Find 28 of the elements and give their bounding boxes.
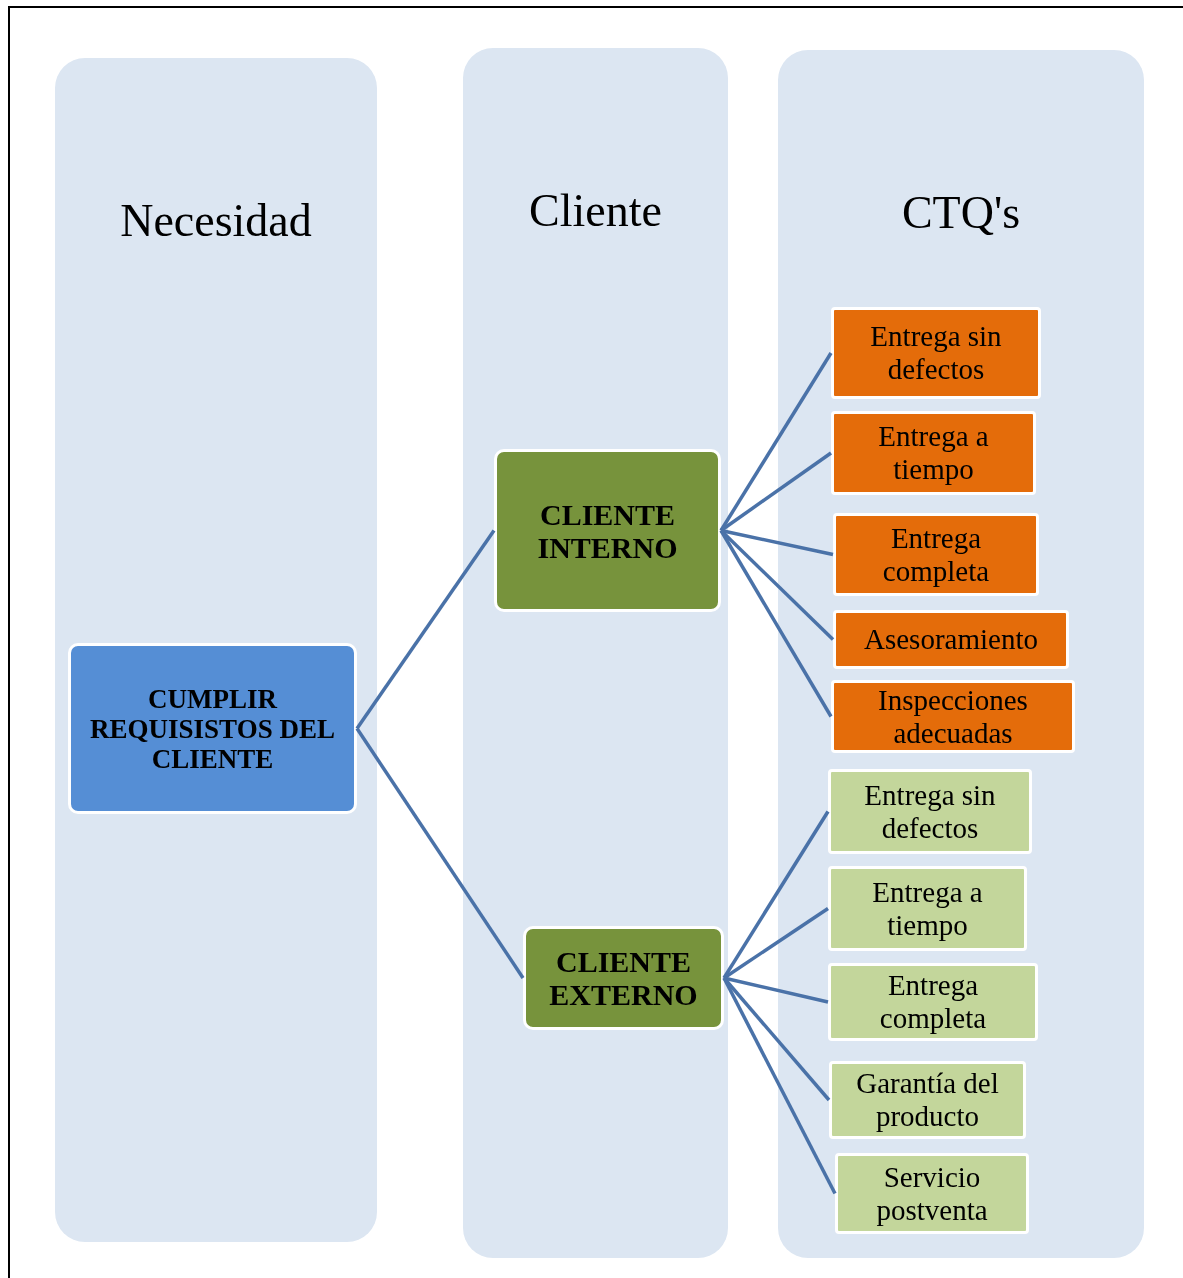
client-box: CLIENTE INTERNO bbox=[494, 449, 721, 612]
connector-line bbox=[355, 727, 525, 979]
column-heading: CTQ's bbox=[900, 188, 1022, 238]
connector-line bbox=[723, 976, 829, 1004]
ctq-box: Entrega a tiempo bbox=[831, 411, 1036, 495]
column-heading: Cliente bbox=[528, 186, 663, 236]
connector-line bbox=[355, 529, 496, 730]
ctq-box: Entrega sin defectos bbox=[828, 769, 1032, 854]
ctq-box: Entrega sin defectos bbox=[831, 307, 1041, 399]
connector-line bbox=[722, 810, 830, 979]
connector-line bbox=[723, 907, 829, 980]
ctq-box: Entrega a tiempo bbox=[828, 866, 1027, 951]
connector-line bbox=[719, 352, 833, 532]
connector-line bbox=[720, 451, 832, 532]
column-panel bbox=[55, 58, 377, 1242]
ctq-box: Garantía del producto bbox=[829, 1061, 1026, 1139]
ctq-box: Servicio postventa bbox=[835, 1153, 1029, 1234]
connector-line bbox=[722, 977, 837, 1195]
ctq-box: Inspecciones adecuadas bbox=[831, 680, 1075, 753]
column-panel bbox=[463, 48, 728, 1258]
connector-line bbox=[719, 529, 833, 718]
column-heading: Necesidad bbox=[119, 196, 313, 246]
column-panel bbox=[778, 50, 1144, 1258]
ctq-box: Entrega completa bbox=[828, 963, 1038, 1041]
ctq-box: Asesoramiento bbox=[833, 610, 1069, 669]
ctq-box: Entrega completa bbox=[833, 513, 1039, 596]
client-box: CLIENTE EXTERNO bbox=[523, 926, 724, 1030]
need-box: CUMPLIR REQUISISTOS DEL CLIENTE bbox=[68, 643, 357, 814]
